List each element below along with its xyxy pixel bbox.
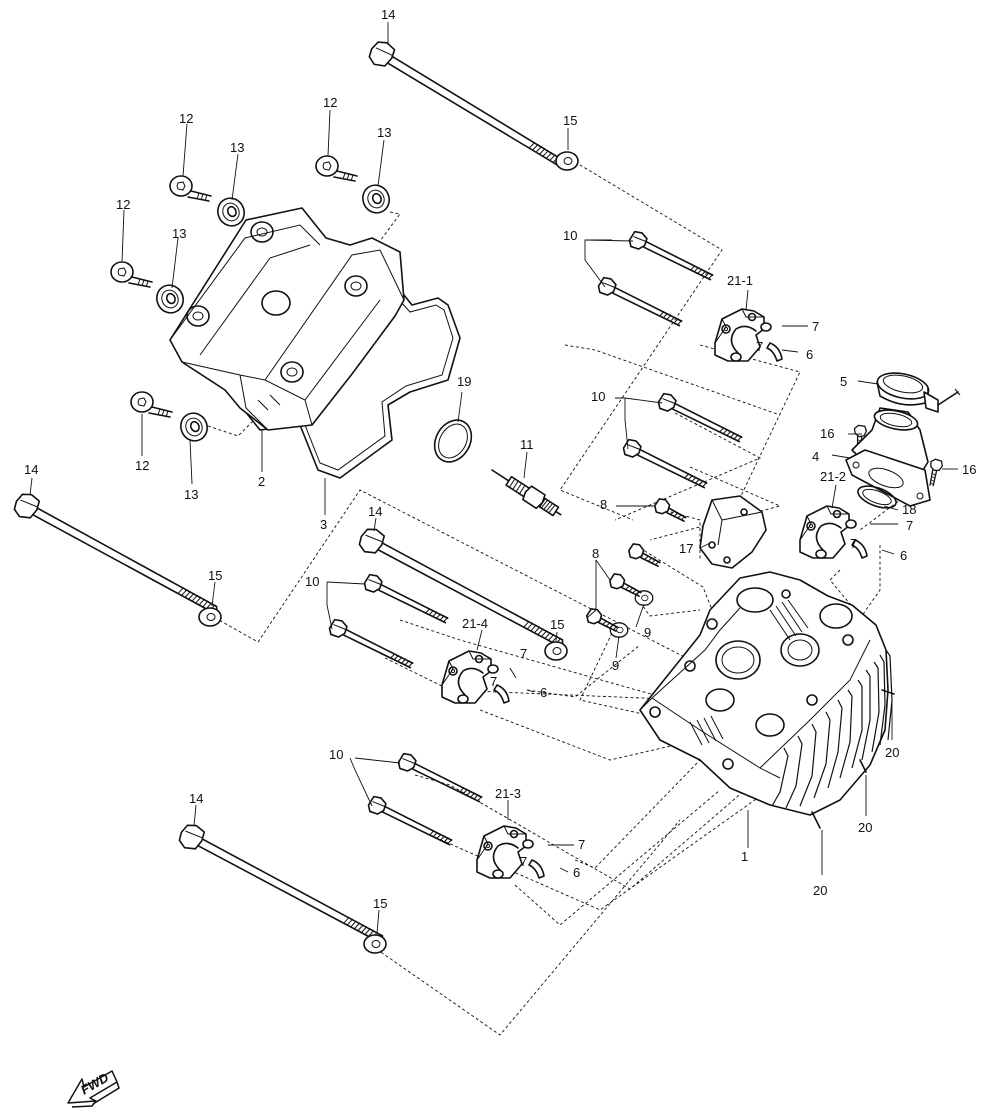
cap-bolt-12-b <box>315 155 358 182</box>
callout-16: 16 <box>820 426 834 441</box>
bolt-10-d <box>620 436 711 493</box>
callout-6: 6 <box>806 347 813 362</box>
grommet-13-b <box>357 180 395 218</box>
callout-21-4: 21-4 <box>462 616 488 631</box>
callout-20: 20 <box>858 820 872 835</box>
callout-14: 14 <box>368 504 382 519</box>
callout-14: 14 <box>381 7 395 22</box>
spark-plug <box>491 469 562 517</box>
bolt-10-f <box>326 616 417 673</box>
callout-16: 16 <box>962 462 976 477</box>
long-bolt-top <box>364 36 575 178</box>
callout-13: 13 <box>184 487 198 502</box>
callout-7: 7 <box>520 854 527 869</box>
cap-bolt-12-c <box>110 261 153 288</box>
callout-13: 13 <box>230 140 244 155</box>
bolt-8-b <box>625 540 664 571</box>
callout-7: 7 <box>578 837 585 852</box>
o-ring <box>433 419 473 463</box>
cap-bolt-12-d <box>130 391 173 418</box>
callout-5: 5 <box>840 374 847 389</box>
callout-10: 10 <box>305 574 319 589</box>
grommet-13-c <box>151 280 189 318</box>
long-bolt-bottom <box>174 820 390 951</box>
leader-lines <box>29 22 958 934</box>
callout-13: 13 <box>172 226 186 241</box>
callout-12: 12 <box>116 197 130 212</box>
callout-7: 7 <box>906 518 913 533</box>
callout-1: 1 <box>741 849 748 864</box>
bolt-8-a <box>651 495 690 526</box>
callout-12: 12 <box>135 458 149 473</box>
callout-12: 12 <box>323 95 337 110</box>
bolt-10-a <box>626 228 717 285</box>
washer-15-left <box>198 607 222 627</box>
callout-7: 7 <box>490 674 497 689</box>
callout-13: 13 <box>377 125 391 140</box>
bolt-8-d <box>583 605 622 636</box>
bolt-10-c <box>655 390 746 447</box>
bolt-10-h <box>365 793 456 850</box>
callout-6: 6 <box>900 548 907 563</box>
callout-9: 9 <box>644 625 651 640</box>
washer-15-bottom <box>363 934 387 954</box>
hose-clamp <box>876 372 961 413</box>
bolt-10-b <box>595 274 686 331</box>
callout-8: 8 <box>592 546 599 561</box>
callout-15: 15 <box>208 568 222 583</box>
callout-7: 7 <box>520 646 527 661</box>
callout-7: 7 <box>850 536 857 551</box>
callout-10: 10 <box>329 747 343 762</box>
callout-12: 12 <box>179 111 193 126</box>
intake-pipe <box>845 407 931 507</box>
bolt-10-g <box>395 750 486 807</box>
callout-4: 4 <box>812 449 819 464</box>
cap-bolt-12-a <box>169 175 212 202</box>
callout-20: 20 <box>885 745 899 760</box>
cam-bracket <box>699 495 767 569</box>
callout-6: 6 <box>573 865 580 880</box>
long-bolt-left <box>9 489 224 622</box>
washer-15-top <box>555 151 579 171</box>
callout-7: 7 <box>756 339 763 354</box>
callout-19: 19 <box>457 374 471 389</box>
callout-15: 15 <box>550 617 564 632</box>
washer-15-middle <box>544 641 568 661</box>
callout-21-3: 21-3 <box>495 786 521 801</box>
cam-holder-21-4 <box>441 650 510 704</box>
intake-gasket <box>857 485 897 509</box>
callout-3: 3 <box>320 517 327 532</box>
callouts: 14 15 12 13 12 13 12 13 12 13 2 3 19 11 … <box>24 7 976 911</box>
callout-9: 9 <box>612 658 619 673</box>
callout-10: 10 <box>591 389 605 404</box>
callout-14: 14 <box>24 462 38 477</box>
callout-15: 15 <box>563 113 577 128</box>
cam-holder-21-1 <box>714 308 783 362</box>
callout-7: 7 <box>812 319 819 334</box>
callout-10: 10 <box>563 228 577 243</box>
callout-14: 14 <box>189 791 203 806</box>
cylinder-head-cover <box>169 207 405 431</box>
bolt-16-right <box>926 457 944 488</box>
callout-11: 11 <box>520 437 534 452</box>
callout-15: 15 <box>373 896 387 911</box>
forward-direction-arrow: FWD <box>67 1070 120 1108</box>
callout-21-1: 21-1 <box>727 273 753 288</box>
grommet-13-d <box>175 408 213 446</box>
bolt-8-c <box>606 570 645 601</box>
callout-18: 18 <box>902 502 916 517</box>
callout-6: 6 <box>540 685 547 700</box>
cylinder-head <box>639 571 895 829</box>
long-bolt-middle <box>354 524 570 655</box>
callout-17: 17 <box>679 541 693 556</box>
callout-8: 8 <box>600 497 607 512</box>
callout-21-2: 21-2 <box>820 469 846 484</box>
callout-2: 2 <box>258 474 265 489</box>
callout-20: 20 <box>813 883 827 898</box>
